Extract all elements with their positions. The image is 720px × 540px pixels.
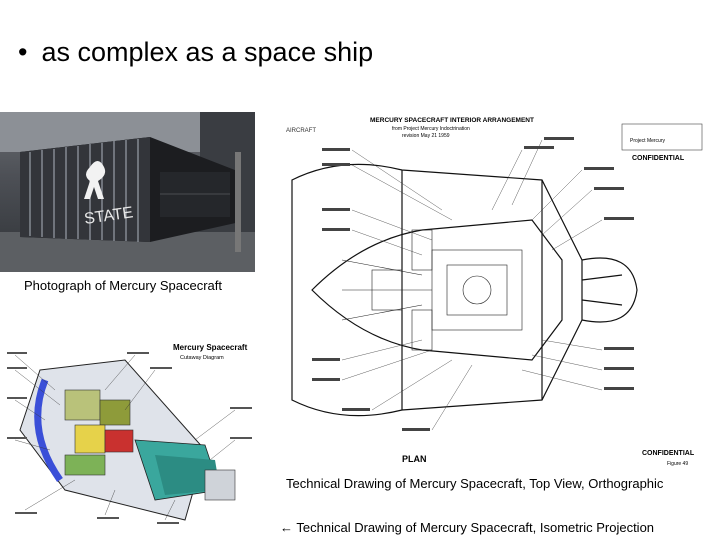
drawing-subtitle-2: revision May 21 1959: [402, 133, 450, 139]
drawing-plan-label: PLAN: [402, 454, 427, 464]
bullet-glyph: •: [18, 37, 28, 67]
drawing-confidential-bottom: CONFIDENTIAL: [642, 450, 695, 457]
slide-title: • as complex as a space ship: [18, 36, 373, 68]
cutaway-title: Mercury Spacecraft: [173, 343, 248, 352]
drawing-project: Project Mercury: [630, 138, 666, 144]
left-arrow-icon: ←: [280, 520, 293, 535]
cutaway-caption-text: Technical Drawing of Mercury Spacecraft,…: [296, 520, 655, 535]
slide-title-text: as complex as a space ship: [41, 37, 374, 67]
drawing-caption: Technical Drawing of Mercury Spacecraft,…: [286, 476, 664, 491]
drawing-confidential-top: CONFIDENTIAL: [632, 155, 685, 162]
svg-text:STATE: STATE: [83, 204, 134, 228]
cutaway-caption: ← Technical Drawing of Mercury Spacecraf…: [280, 520, 654, 536]
cutaway-diagram: Mercury Spacecraft Cutaway Diagram: [5, 330, 260, 535]
drawing-title: MERCURY SPACECRAFT INTERIOR ARRANGEMENT: [370, 117, 534, 124]
spacecraft-photo: STATE: [0, 112, 255, 272]
drawing-subtitle-1: from Project Mercury Indoctrination: [392, 126, 470, 132]
drawing-figure-label: Figure 49: [667, 461, 688, 467]
interior-arrangement-drawing: AIRCRAFT MERCURY SPACECRAFT INTERIOR ARR…: [282, 110, 712, 470]
cutaway-subtitle: Cutaway Diagram: [180, 355, 224, 361]
svg-text:AIRCRAFT: AIRCRAFT: [286, 128, 316, 134]
photo-caption: Photograph of Mercury Spacecraft: [24, 278, 222, 293]
